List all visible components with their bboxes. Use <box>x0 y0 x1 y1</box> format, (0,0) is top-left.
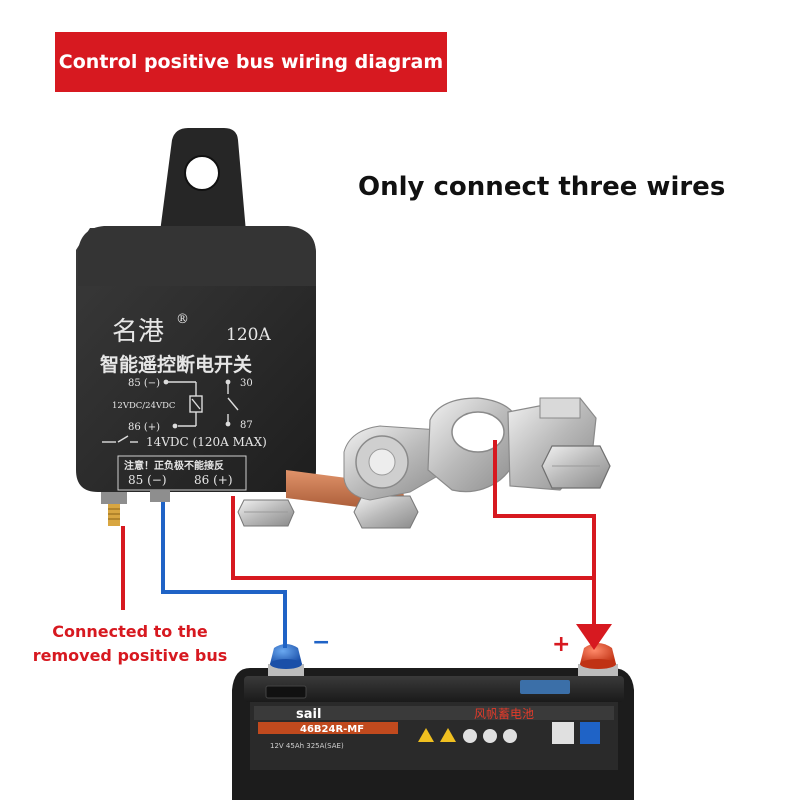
removed-bus-annotation: Connected to the removed positive bus <box>30 620 230 668</box>
positive-terminal <box>578 643 618 676</box>
relay-brand: 名港 <box>112 317 164 347</box>
wire-negative-85 <box>161 502 287 648</box>
headline: Only connect three wires <box>358 172 726 202</box>
negative-sign: − <box>312 630 331 655</box>
relay-coil-voltage: 12VDC/24VDC <box>112 401 175 411</box>
relay-body: 名港 ® 120A 智能遥控断电开关 85 (−) 86 (+) 30 87 1… <box>76 226 316 492</box>
relay-pin86-label: 86 (+) <box>128 422 160 433</box>
title-banner: Control positive bus wiring diagram <box>55 32 447 92</box>
relay-product-name: 智能遥控断电开关 <box>100 353 252 376</box>
battery-brand-cn: 风帆蓄电池 <box>474 706 534 721</box>
relay-rating: 120A <box>226 325 271 345</box>
battery-sticker: sail 风帆蓄电池 46B24R-MF 12V 45Ah 325A(SAE) <box>250 702 618 770</box>
relay-terminal-85-stud <box>101 492 127 526</box>
relay-schematic <box>102 381 239 443</box>
busbar-nut <box>353 495 419 529</box>
relay-warning: 注意！正负极不能接反 <box>124 459 224 472</box>
relay-pin87-label: 87 <box>240 420 253 431</box>
battery-clamp <box>343 397 611 501</box>
relay-pin30-label: 30 <box>240 378 253 389</box>
relay-terminal85: 85 (−) <box>128 473 167 487</box>
relay-terminal-86-stud <box>150 490 170 502</box>
annotation-line1: Connected to the <box>52 622 208 641</box>
relay-max-rating: 14VDC (120A MAX) <box>146 435 267 449</box>
battery-spec: 12V 45Ah 325A(SAE) <box>270 742 344 750</box>
relay-pin85-label: 85 (−) <box>128 378 160 389</box>
relay-mount-tab <box>160 128 246 232</box>
relay-terminal86: 86 (+) <box>194 473 233 487</box>
negative-terminal <box>268 644 304 676</box>
banner-title: Control positive bus wiring diagram <box>58 51 444 73</box>
positive-sign: + <box>552 632 571 657</box>
annotation-line2: removed positive bus <box>32 646 228 665</box>
battery-model: 46B24R-MF <box>300 724 364 735</box>
relay-terminal-30-nut <box>237 499 295 527</box>
relay-registered-mark: ® <box>176 312 189 327</box>
arrow-to-positive-terminal <box>576 624 612 650</box>
wire-positive-clamp <box>493 440 596 626</box>
battery-brand: sail <box>296 707 321 722</box>
battery: sail 风帆蓄电池 46B24R-MF 12V 45Ah 325A(SAE) <box>232 643 634 800</box>
